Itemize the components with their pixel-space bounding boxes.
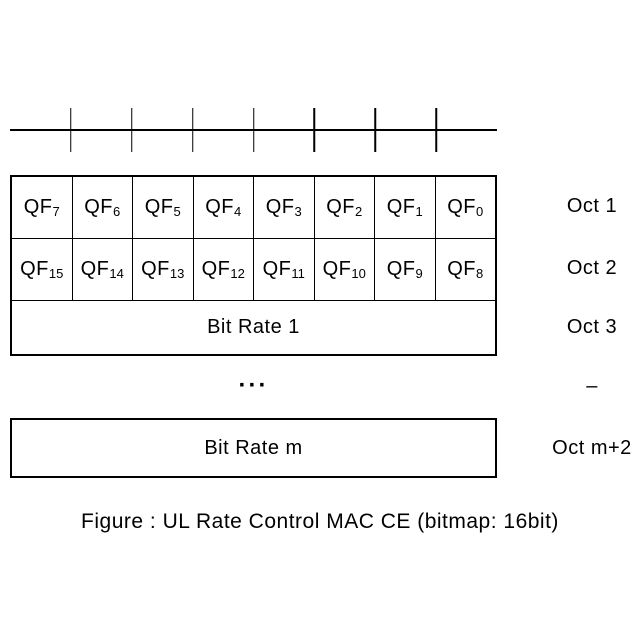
ruler-tick [191,108,194,152]
oct-label-dash: – [586,375,598,397]
ruler-tick [70,108,72,152]
oct-label-2: Oct 2 [566,257,618,279]
bit-rate-1-cell: Bit Rate 1 [207,316,300,338]
ruler-tick [131,108,133,152]
oct-label-m-plus-2: Oct m+2 [552,437,632,459]
ruler-tick [374,108,376,152]
oct-label-1: Oct 1 [566,195,618,217]
ruler-tick [252,108,255,152]
table-row-oct3: Bit Rate 1 [12,301,495,354]
continuation-ellipsis: ··· [238,372,269,399]
ruler-tick [313,108,316,152]
figure-caption: Figure : UL Rate Control MAC CE (bitmap:… [81,510,559,533]
ruler-tick [435,108,437,152]
bit-ruler [10,108,497,152]
bit-rate-m-box: Bit Rate m [10,418,497,478]
oct-label-3: Oct 3 [566,316,618,338]
